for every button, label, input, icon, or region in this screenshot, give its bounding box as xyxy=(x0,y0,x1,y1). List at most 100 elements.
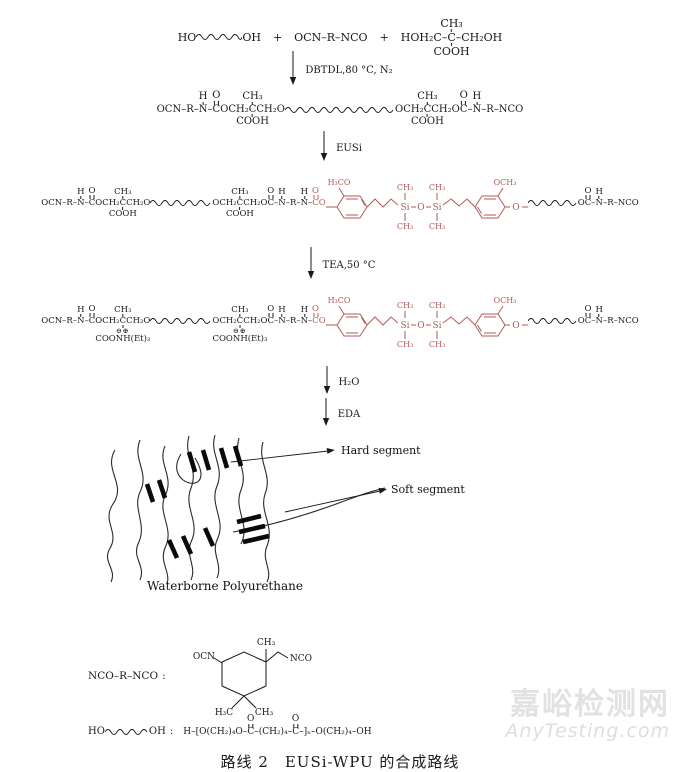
legend-block: NCO–R–NCO : OCN CH₃ NCO H₃C CH₃ HO OH : … xyxy=(88,632,680,737)
svg-text:H₃C: H₃C xyxy=(214,708,232,718)
eugenol-siloxane-segment: H₃CO Si CH₃ CH₃ O Si CH₃ CH₃ OCH₃ O xyxy=(325,296,528,349)
dmpa-carbon: CH₃ C COOH xyxy=(236,91,269,127)
svg-text:H₃CO: H₃CO xyxy=(327,178,350,187)
svg-text:OCH₃: OCH₃ xyxy=(493,178,516,187)
ester-oxygen-red: O xyxy=(318,316,326,326)
chain-text: CH₂O xyxy=(126,198,151,208)
svg-text:CH₃: CH₃ xyxy=(397,301,413,310)
chain-text: –R– xyxy=(285,198,301,208)
wavy-bond xyxy=(196,34,243,40)
ester-oxygen-red: O xyxy=(318,198,326,208)
svg-text:CH₃: CH₃ xyxy=(397,222,413,231)
svg-text:CH₃: CH₃ xyxy=(256,638,275,648)
reaction-step-2: EUSi xyxy=(0,131,680,165)
reactants-row: HO OH + OCN–R–NCO + HOH₂C– CH₃ C COOH –C… xyxy=(0,0,680,57)
bond: – xyxy=(591,316,596,326)
eugenol-siloxane-segment: H₃CO Si CH₃ CH₃ O Si CH₃ CH₃ OCH₃ O xyxy=(325,178,528,231)
svg-text:CH₃: CH₃ xyxy=(429,340,445,349)
chain-text: OCH₂ xyxy=(212,198,237,208)
chain-text: –]ₙ–O(CH₂)₄–OH xyxy=(299,726,372,737)
watermark: 嘉峪检测网 AnyTesting.com xyxy=(505,688,670,742)
down-arrow-icon xyxy=(287,51,299,89)
svg-text:O: O xyxy=(512,203,519,213)
svg-text:Si: Si xyxy=(400,203,409,213)
chain-text: OCH₂ xyxy=(212,316,237,326)
svg-text:CH₃: CH₃ xyxy=(429,222,445,231)
down-arrow-icon xyxy=(321,366,333,398)
svg-text:O: O xyxy=(512,321,519,331)
polyol-oh: OH xyxy=(242,30,261,44)
bond: – xyxy=(274,316,279,326)
chain-text: O xyxy=(577,316,585,326)
reaction-step-4a: H₂O xyxy=(321,366,360,398)
bond: – xyxy=(308,198,313,208)
chain-text: CH₂O xyxy=(243,198,268,208)
bond: – xyxy=(467,104,473,115)
polymer-network-sketch: Hard segment Soft segment Waterborne Pol… xyxy=(107,434,465,593)
carboxylate-carbon: CH₃ C ⊖⊕COONH(Et)₃ xyxy=(95,304,151,344)
reaction-conditions: TEA,50 °C xyxy=(322,259,376,271)
bond: – xyxy=(84,198,89,208)
dmpa-carbon: CH₃ C COOH xyxy=(411,91,444,127)
bond: – xyxy=(274,198,279,208)
chain-text: CH₂O xyxy=(126,316,151,326)
svg-text:O: O xyxy=(417,203,424,213)
chain-text: OCH₂ xyxy=(395,104,424,115)
reaction-conditions: EDA xyxy=(337,408,361,420)
wavy-bond xyxy=(150,318,211,324)
diisocyanate-definition: NCO–R–NCO : OCN CH₃ NCO H₃C CH₃ xyxy=(88,632,680,720)
wavy-bond xyxy=(527,200,577,206)
reaction-step-4b: EDA xyxy=(320,398,361,430)
wavy-bond xyxy=(104,728,148,735)
polyol-ho: HO xyxy=(177,30,197,44)
bond: – xyxy=(308,316,313,326)
carboxylate-carbon: CH₃ C ⊖⊕COONH(Et)₃ xyxy=(212,304,268,344)
hard-segment-label: Hard segment xyxy=(341,444,421,457)
reaction-conditions: DBTDL,80 °C, N₂ xyxy=(305,64,393,76)
svg-text:CH₃: CH₃ xyxy=(254,708,273,718)
chain-text: OCH₂ xyxy=(95,316,120,326)
svg-text:CH₃: CH₃ xyxy=(429,183,445,192)
reaction-conditions: H₂O xyxy=(338,376,360,388)
watermark-site-url: AnyTesting.com xyxy=(505,720,670,743)
chain-text: OCH₂ xyxy=(220,104,249,115)
bond: – xyxy=(84,316,89,326)
bond: – xyxy=(591,198,596,208)
dmpa-right: –CH₂OH xyxy=(455,30,503,44)
svg-text:O: O xyxy=(417,321,424,331)
down-arrow-icon xyxy=(318,131,330,165)
svg-text:CH₃: CH₃ xyxy=(397,183,413,192)
chain-text: OCN–R– xyxy=(156,104,199,115)
diisocyanate-label: NCO–R–NCO xyxy=(88,670,159,682)
chain-text: –R–NCO xyxy=(602,198,639,208)
wavy-bond xyxy=(150,200,211,206)
chain-text: OCN–R– xyxy=(41,198,78,208)
polyol-ho: HO xyxy=(88,726,105,737)
network-title: Waterborne Polyurethane xyxy=(147,579,303,593)
plus-sign: + xyxy=(379,30,389,44)
svg-text:Si: Si xyxy=(432,203,441,213)
chain-text: CH₂O xyxy=(256,104,285,115)
